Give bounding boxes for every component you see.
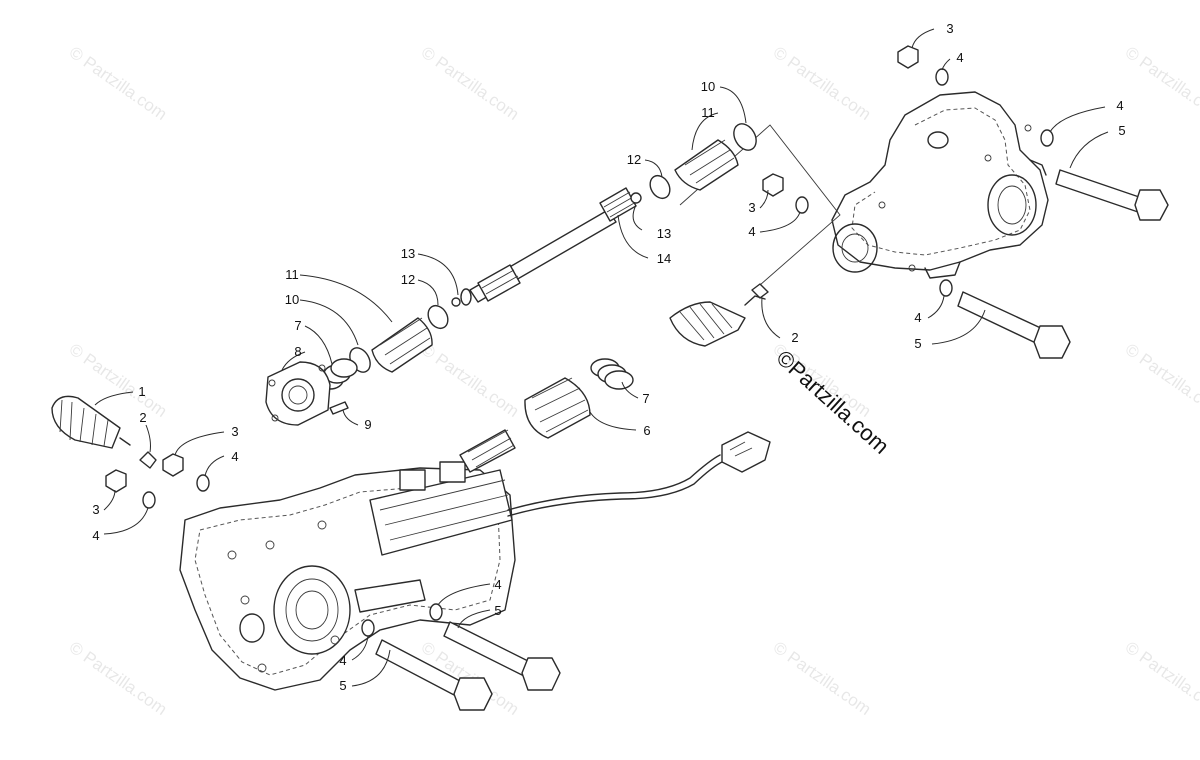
tile-watermark: © Partzilla.com — [418, 340, 523, 421]
bolt-5-left-inner — [443, 621, 561, 691]
callout-4: 4 — [231, 449, 238, 464]
callout-9: 9 — [364, 417, 371, 432]
callout-13: 13 — [657, 226, 671, 241]
upper-boot-group — [649, 123, 757, 200]
callout-5: 5 — [1118, 123, 1125, 138]
bolt-9 — [329, 401, 349, 415]
tile-watermark: © Partzilla.com — [66, 638, 171, 719]
callout-3: 3 — [92, 502, 99, 517]
callout-4: 4 — [494, 577, 501, 592]
callout-5: 5 — [494, 603, 501, 618]
callout-12: 12 — [627, 152, 641, 167]
clip-2-right — [751, 283, 769, 299]
callout-7: 7 — [294, 318, 301, 333]
callout-14: 14 — [657, 251, 671, 266]
tile-watermark: © Partzilla.com — [1122, 638, 1200, 719]
middle-boot-group — [316, 304, 449, 390]
right-boot — [669, 295, 766, 347]
bolt-5-left-outer — [375, 639, 493, 711]
flange-plate — [265, 361, 331, 426]
callout-10: 10 — [701, 79, 715, 94]
input-spline — [459, 429, 516, 473]
callout-4: 4 — [956, 50, 963, 65]
rear-gear-case — [831, 91, 1049, 279]
callout-1: 1 — [138, 384, 145, 399]
tile-watermark: © Partzilla.com — [1122, 43, 1200, 124]
callouts: 3 4 4 5 3 4 4 5 2 10 11 12 13 14 11 10 7 — [92, 21, 1125, 693]
tile-watermark: © Partzilla.com — [770, 43, 875, 124]
tile-watermark: © Partzilla.com — [1122, 340, 1200, 421]
clip-2-left — [139, 451, 157, 469]
left-boot — [51, 395, 131, 449]
callout-4: 4 — [748, 224, 755, 239]
tile-watermark: © Partzilla.com — [66, 43, 171, 124]
callout-5: 5 — [914, 336, 921, 351]
callout-11: 11 — [701, 105, 715, 120]
callout-3: 3 — [231, 424, 238, 439]
bolt-5-right-lower — [957, 291, 1071, 359]
callout-4: 4 — [914, 310, 921, 325]
lower-boot-group — [524, 358, 634, 439]
wiring-harness — [507, 431, 771, 517]
callout-10: 10 — [285, 292, 299, 307]
callout-3: 3 — [748, 200, 755, 215]
tile-watermark: © Partzilla.com — [418, 43, 523, 124]
callout-7: 7 — [642, 391, 649, 406]
callout-11: 11 — [285, 267, 299, 282]
callout-8: 8 — [294, 344, 301, 359]
callout-4: 4 — [339, 653, 346, 668]
callout-5: 5 — [339, 678, 346, 693]
drive-shaft — [451, 187, 642, 307]
callout-6: 6 — [643, 423, 650, 438]
tile-watermark: © Partzilla.com — [770, 638, 875, 719]
partzilla-watermark: ©Partzilla.com — [772, 345, 894, 459]
callout-3: 3 — [946, 21, 953, 36]
callout-2: 2 — [139, 410, 146, 425]
callout-4: 4 — [92, 528, 99, 543]
transmission-case — [179, 461, 516, 691]
callout-13: 13 — [401, 246, 415, 261]
bolt-5-right-upper — [1055, 169, 1169, 221]
callout-12: 12 — [401, 272, 415, 287]
callout-2: 2 — [791, 330, 798, 345]
callout-4: 4 — [1116, 98, 1123, 113]
